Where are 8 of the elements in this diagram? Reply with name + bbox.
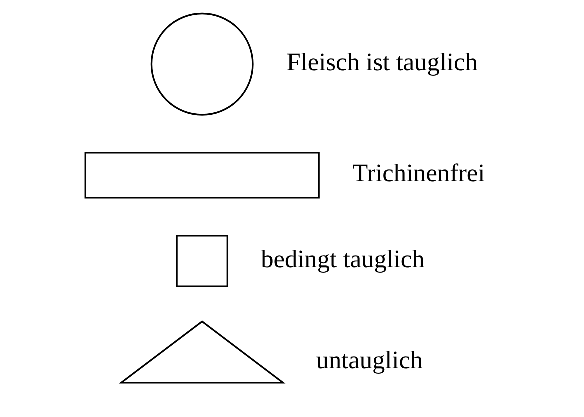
node-label: bedingt tauglich	[261, 245, 425, 274]
node-label: Trichinenfrei	[352, 160, 486, 188]
node-box	[84, 152, 320, 199]
node-label: Fleisch ist tauglich	[286, 48, 478, 77]
node-triangle	[118, 320, 286, 384]
node-box	[176, 235, 228, 288]
node-label: untauglich	[316, 346, 424, 375]
node-circle	[150, 12, 254, 116]
